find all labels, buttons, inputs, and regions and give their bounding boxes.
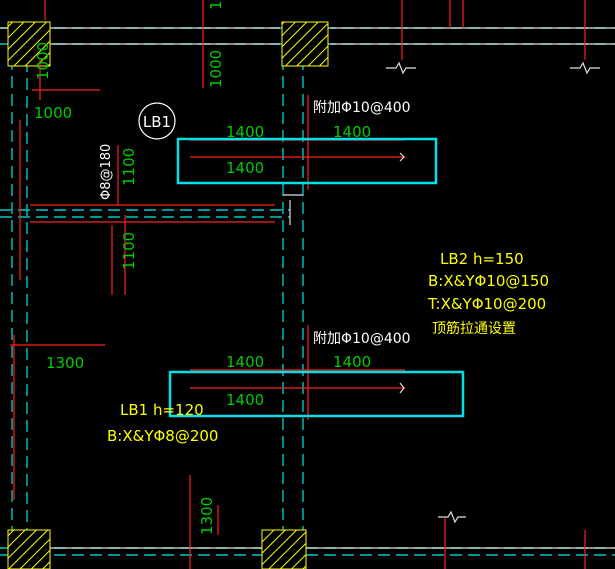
column-bottom-mid	[261, 529, 307, 569]
lb1-bubble-label: LB1	[143, 113, 171, 131]
column-top-left	[7, 21, 51, 67]
dim-h-lower-2: 1400	[333, 353, 371, 371]
lower-add-rebar-label: 附加Φ10@400	[313, 331, 411, 347]
highlight-box-lower[interactable]	[168, 370, 465, 418]
beam-outlines	[0, 27, 615, 549]
lb2-bottom-rebar: B:X&YΦ10@150	[428, 272, 549, 290]
break-marks	[386, 61, 600, 524]
lb2-note: 顶筋拉通设置	[432, 320, 516, 337]
dim-v-mid-2: 1100	[120, 232, 138, 270]
dim-v-mid-1: 1100	[120, 148, 138, 186]
columns	[7, 21, 329, 569]
column-top-mid	[281, 21, 329, 67]
dim-left-lower: 1300	[46, 354, 84, 372]
dim-h-lower-box: 1400	[226, 391, 264, 409]
dim-h-upper-2: 1400	[333, 123, 371, 141]
column-bottom-left	[7, 529, 51, 569]
dim-h-upper-1: 1400	[226, 123, 264, 141]
stirrup-label: Φ8@180	[99, 144, 114, 200]
dim-left-top: 1000	[34, 42, 52, 80]
highlight-box-upper[interactable]	[176, 137, 438, 185]
dim-col-top-right: 1000	[207, 50, 225, 88]
dim-v-bottom: 1300	[198, 497, 216, 535]
lb2-top-rebar: T:X&YΦ10@200	[427, 295, 546, 313]
dim-h-upper-box: 1400	[226, 159, 264, 177]
lb1-bottom-rebar: B:X&YΦ8@200	[107, 427, 218, 445]
lb1-title: LB1 h=120	[120, 401, 204, 419]
dim-left-mid: 1000	[34, 104, 72, 122]
dim-h-lower-1: 1400	[226, 353, 264, 371]
dim-col-top-right-cut: 10	[207, 0, 225, 10]
lb1-bubble-circle	[138, 102, 176, 140]
lb2-title: LB2 h=150	[440, 250, 524, 268]
upper-add-rebar-label: 附加Φ10@400	[313, 100, 411, 116]
